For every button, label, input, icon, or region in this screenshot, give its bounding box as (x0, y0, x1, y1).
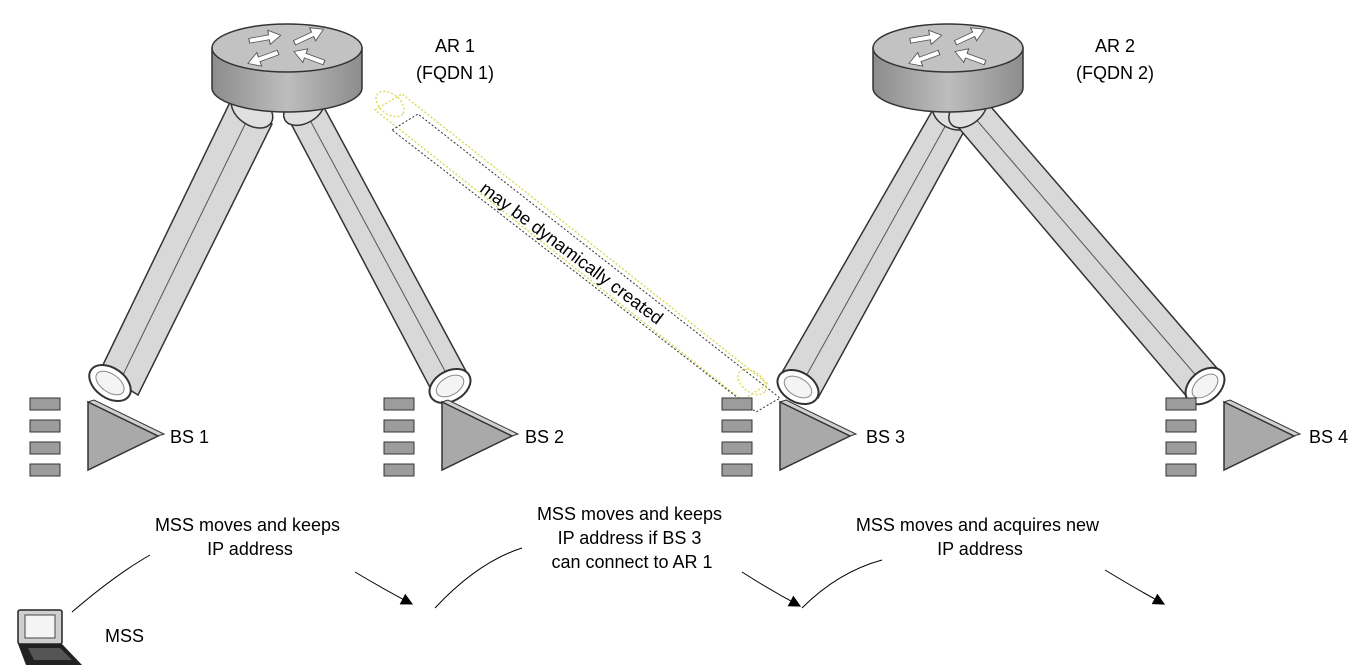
move-note-2-line: MSS moves and keeps (537, 504, 722, 524)
link-ar2-bs4 (948, 91, 1226, 406)
move-note-3: MSS moves and acquires new IP address (856, 515, 1104, 559)
bs-rack-icon (1165, 397, 1197, 477)
move-note-3-line: IP address (937, 539, 1023, 559)
link-ar1-bs2 (282, 91, 472, 405)
link-ar1-bs1 (88, 91, 274, 403)
move-note-2-line: IP address if BS 3 (558, 528, 702, 548)
bs-antenna-icon (86, 399, 166, 472)
move-arrow-2 (741, 571, 802, 607)
bs-rack-icon (29, 397, 61, 477)
router-ar2 (872, 22, 1024, 113)
bs2-label: BS 2 (525, 427, 564, 447)
bs3-label: BS 3 (866, 427, 905, 447)
move-note-1-line: MSS moves and keeps (155, 515, 340, 535)
base-station-bs2 (383, 397, 520, 477)
bs1-label: BS 1 (170, 427, 209, 447)
dynamic-link-label: may be dynamically created (477, 178, 667, 328)
move-arrow-3 (1104, 569, 1166, 605)
move-arc-1 (71, 554, 151, 613)
move-arrow-1 (354, 571, 414, 605)
bs4-label: BS 4 (1309, 427, 1348, 447)
router-ar2-fqdn: (FQDN 2) (1076, 63, 1154, 83)
router-ar1-name: AR 1 (435, 36, 475, 56)
move-arc-3 (801, 559, 883, 609)
move-arc-2 (434, 547, 523, 609)
base-station-bs4 (1165, 397, 1302, 477)
link-ar2-bs3 (776, 97, 973, 406)
laptop-icon (17, 609, 82, 665)
bs-rack-icon (383, 397, 415, 477)
base-station-bs1 (29, 397, 166, 477)
move-note-3-line: MSS moves and acquires new (856, 515, 1100, 535)
move-note-1-line: IP address (207, 539, 293, 559)
move-note-2-line: can connect to AR 1 (551, 552, 712, 572)
move-note-1: MSS moves and keeps IP address (155, 515, 345, 559)
bs-antenna-icon (778, 399, 858, 472)
bs-antenna-icon (1222, 399, 1302, 472)
base-station-bs3 (721, 397, 858, 477)
router-ar1-fqdn: (FQDN 1) (416, 63, 494, 83)
move-note-2: MSS moves and keeps IP address if BS 3 c… (537, 504, 727, 572)
bs-rack-icon (721, 397, 753, 477)
mss-label: MSS (105, 626, 144, 646)
bs-antenna-icon (440, 399, 520, 472)
router-ar2-name: AR 2 (1095, 36, 1135, 56)
router-ar1 (211, 22, 363, 113)
